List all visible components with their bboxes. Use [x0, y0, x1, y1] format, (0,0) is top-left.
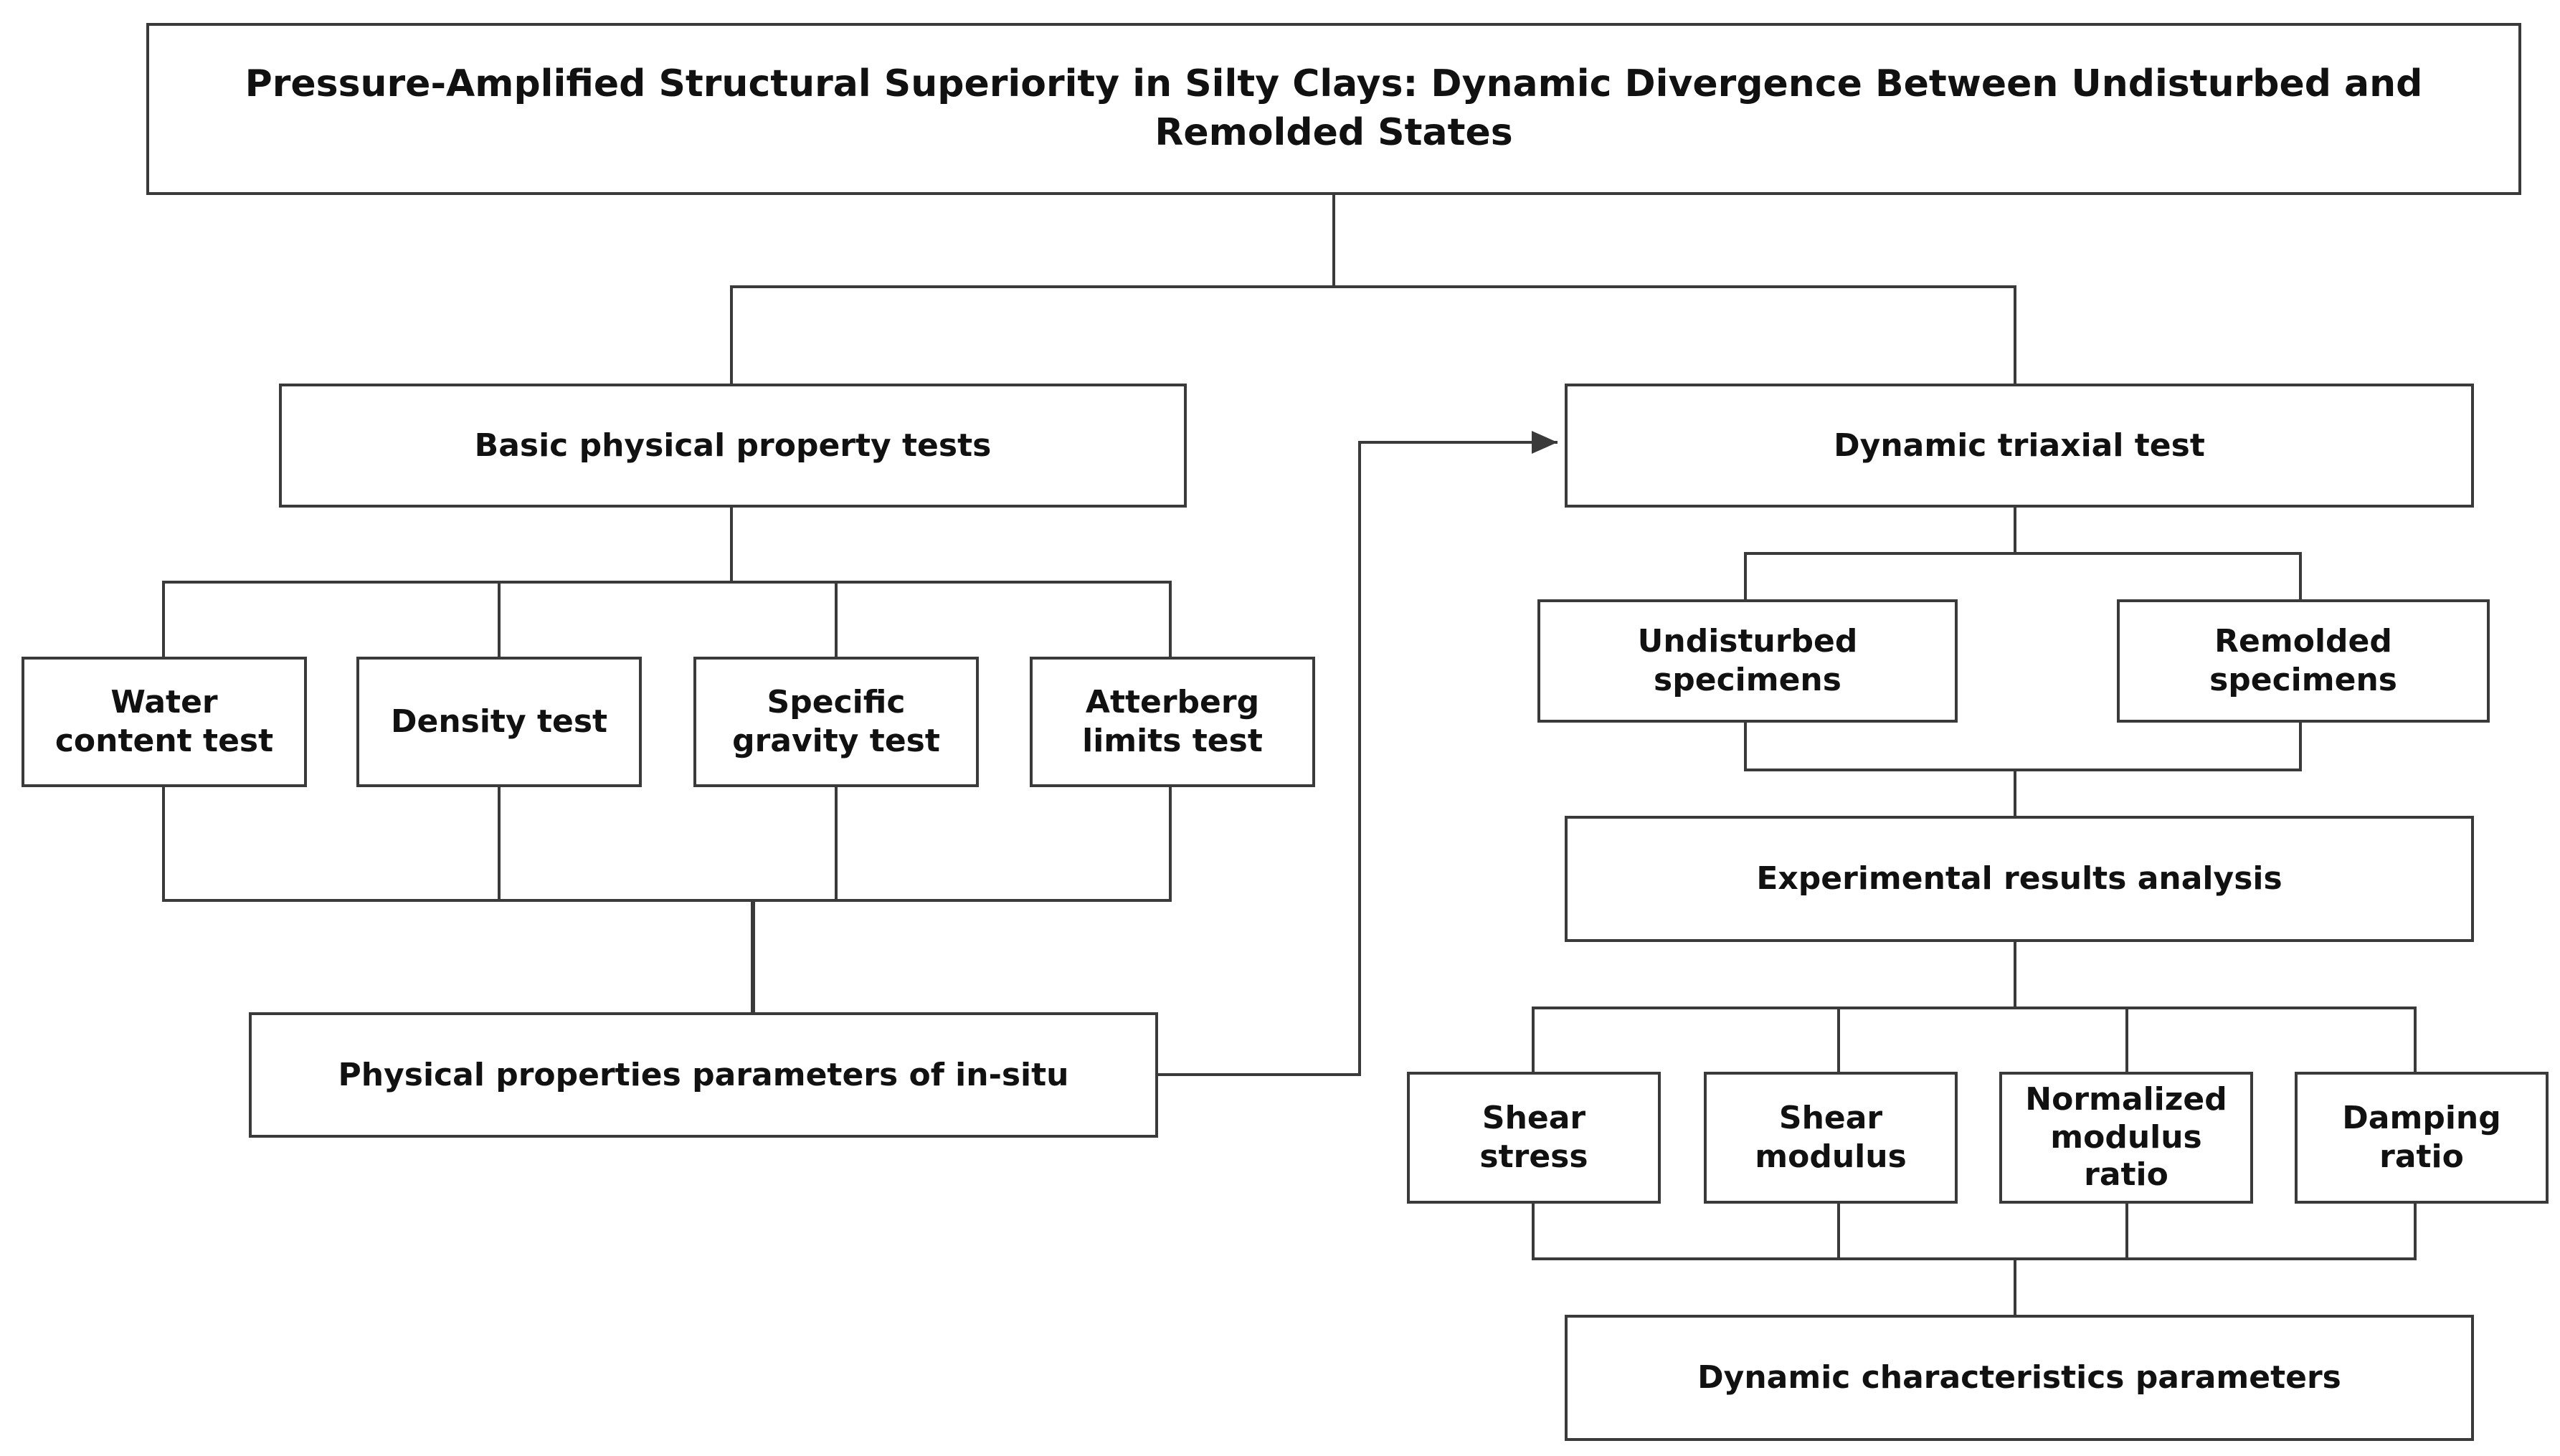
basic-physical-tests-label: Basic physical property tests	[474, 427, 992, 464]
branch-split-connector	[730, 285, 2016, 384]
title-box: Pressure-Amplified Structural Superiorit…	[146, 23, 2521, 195]
physical-to-triaxial-arrow	[1156, 431, 1558, 1076]
shear-modulus-box: Shear modulus	[1704, 1072, 1958, 1204]
damping-ratio-box: Damping ratio	[2295, 1072, 2549, 1204]
specific-gravity-test-label: Specific gravity test	[732, 684, 940, 759]
outputs-top-bus	[1532, 1007, 2417, 1073]
tests-bottom-bus	[162, 786, 1172, 902]
physical-properties-parameters-box: Physical properties parameters of in-sit…	[249, 1012, 1158, 1138]
remolded-specimens-label: Remolded specimens	[2209, 623, 2397, 698]
dynamic-triaxial-test-box: Dynamic triaxial test	[1565, 384, 2474, 508]
atterberg-limits-test-box: Atterberg limits test	[1030, 657, 1315, 787]
density-test-label: Density test	[390, 703, 608, 741]
specific-gravity-test-box: Specific gravity test	[693, 657, 979, 787]
dynamic-characteristics-parameters-box: Dynamic characteristics parameters	[1565, 1315, 2474, 1441]
water-content-test-label: Water content test	[54, 684, 274, 759]
normalized-modulus-ratio-label: Normalized modulus ratio	[2025, 1080, 2227, 1194]
dynamic-characteristics-parameters-label: Dynamic characteristics parameters	[1697, 1359, 2341, 1396]
undisturbed-specimens-label: Undisturbed specimens	[1637, 623, 1858, 698]
shear-modulus-label: Shear modulus	[1755, 1100, 1907, 1175]
basic-physical-tests-box: Basic physical property tests	[279, 384, 1187, 508]
normalized-modulus-ratio-box: Normalized modulus ratio	[1999, 1072, 2253, 1204]
density-test-box: Density test	[356, 657, 642, 787]
experimental-results-analysis-box: Experimental results analysis	[1565, 816, 2474, 942]
dynamic-triaxial-test-label: Dynamic triaxial test	[1834, 427, 2205, 464]
shear-stress-label: Shear stress	[1479, 1100, 1588, 1175]
water-content-test-box: Water content test	[22, 657, 307, 787]
shear-stress-box: Shear stress	[1407, 1072, 1661, 1204]
remolded-specimens-box: Remolded specimens	[2117, 599, 2490, 723]
specimens-bottom-bus	[1744, 721, 2302, 771]
diagram-title: Pressure-Amplified Structural Superiorit…	[245, 62, 2423, 154]
outputs-bottom-bus	[1532, 1202, 2417, 1260]
tests-top-bus	[162, 581, 1172, 658]
specimens-top-bus	[1744, 552, 2302, 601]
physical-properties-parameters-label: Physical properties parameters of in-sit…	[338, 1056, 1069, 1093]
undisturbed-specimens-box: Undisturbed specimens	[1537, 599, 1958, 723]
atterberg-limits-test-label: Atterberg limits test	[1082, 684, 1263, 759]
experimental-results-analysis-label: Experimental results analysis	[1756, 860, 2282, 898]
damping-ratio-label: Damping ratio	[2342, 1100, 2501, 1175]
